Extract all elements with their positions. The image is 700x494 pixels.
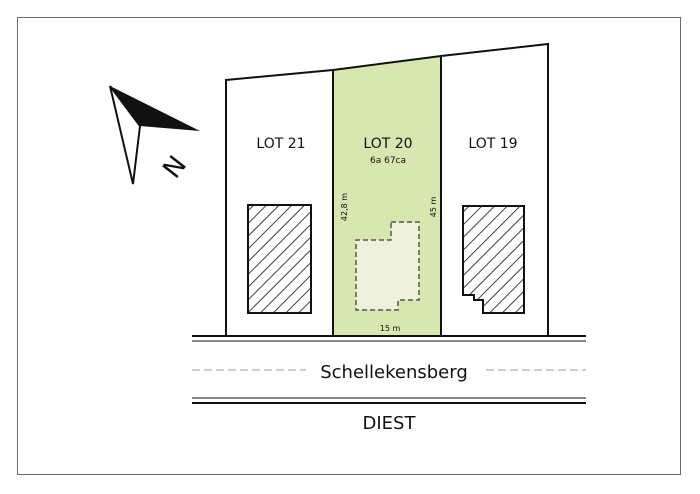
lot-20-area: 6a 67ca bbox=[370, 156, 406, 166]
lot-19-label: LOT 19 bbox=[468, 136, 517, 152]
map-frame bbox=[17, 17, 681, 475]
lot-19-building bbox=[462, 205, 525, 314]
dimension-frontage: 15 m bbox=[380, 324, 401, 333]
north-arrow-icon bbox=[109, 85, 200, 185]
town-name: DIEST bbox=[363, 413, 417, 434]
lot-21-label: LOT 21 bbox=[256, 136, 305, 152]
dimension-right-depth: 45 m bbox=[429, 197, 438, 218]
lot-20-planned-building bbox=[355, 221, 420, 311]
lot-20-label: LOT 20 bbox=[363, 136, 412, 152]
lot-21-building bbox=[247, 204, 312, 314]
street-name: Schellekensberg bbox=[320, 362, 468, 383]
dimension-left-depth: 42,8 m bbox=[340, 193, 349, 221]
north-label: N bbox=[157, 150, 193, 184]
